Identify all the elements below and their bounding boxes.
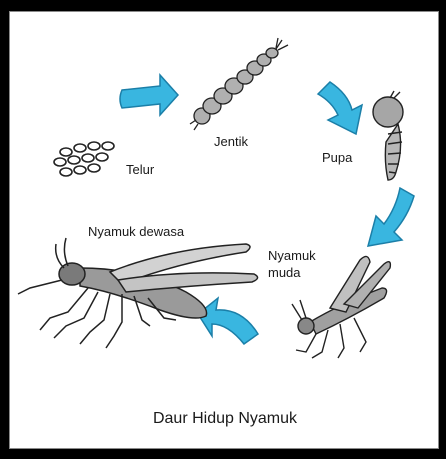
life-cycle-diagram <box>10 12 440 450</box>
label-young-mosquito-line2: muda <box>268 265 301 281</box>
larva-illustration <box>190 38 288 130</box>
pupa-illustration <box>373 91 403 180</box>
label-egg: Telur <box>126 162 154 178</box>
young-mosquito-illustration <box>292 256 390 358</box>
diagram-panel: Telur Jentik Pupa Nyamuk muda Nyamuk dew… <box>9 11 439 449</box>
label-pupa: Pupa <box>322 150 352 166</box>
arrow-young-to-adult <box>198 298 258 344</box>
label-young-mosquito-line1: Nyamuk <box>268 248 316 264</box>
egg-cluster <box>54 142 114 176</box>
arrow-egg-to-larva <box>120 75 178 115</box>
diagram-caption: Daur Hidup Nyamuk <box>10 410 440 428</box>
label-larva: Jentik <box>214 134 248 150</box>
adult-mosquito-illustration <box>18 238 258 348</box>
arrow-pupa-to-young <box>368 188 414 246</box>
arrow-larva-to-pupa <box>318 82 362 134</box>
label-adult-mosquito: Nyamuk dewasa <box>88 224 184 240</box>
